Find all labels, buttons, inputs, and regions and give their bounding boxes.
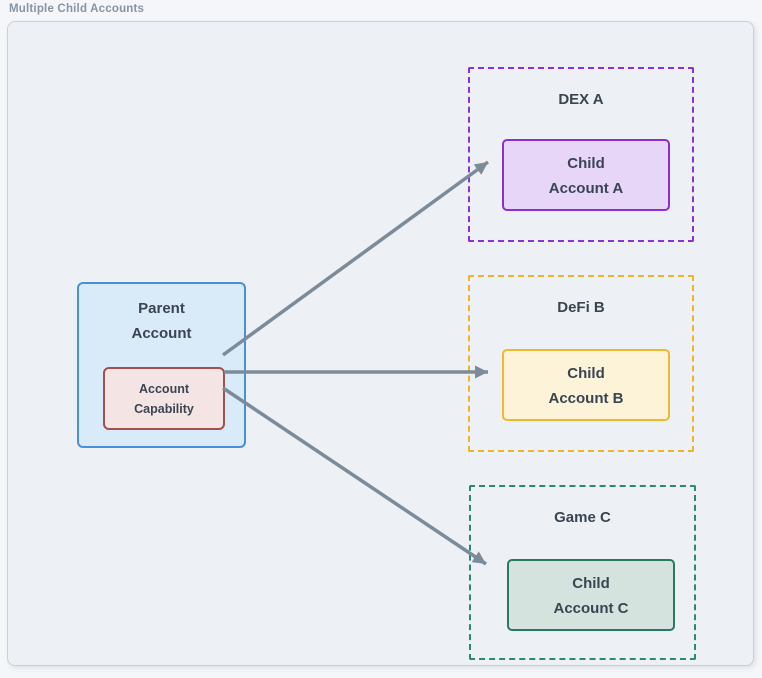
child-account-c-label: Child Account C [553, 575, 629, 617]
group-dex-a: DEX A Child Account A [468, 67, 694, 242]
group-dex-a-title: DEX A [558, 91, 604, 108]
child-account-c-box: Child Account C [507, 559, 675, 631]
account-capability-box: Account Capability [103, 367, 225, 430]
group-defi-b: DeFi B Child Account B [468, 275, 694, 452]
child-account-b-label: Child Account B [548, 365, 624, 407]
diagram-title: Multiple Child Accounts [9, 3, 145, 15]
child-account-a-box: Child Account A [502, 139, 670, 211]
group-game-c-title: Game C [554, 509, 611, 526]
group-defi-b-title: DeFi B [557, 299, 605, 316]
group-game-c: Game C Child Account C [469, 485, 696, 660]
parent-account-box: Parent Account Account Capability [77, 282, 246, 448]
account-capability-label: Account Capability [134, 382, 194, 416]
parent-account-label: Parent Account [131, 300, 192, 342]
child-account-a-label: Child Account A [548, 155, 624, 197]
child-account-b-box: Child Account B [502, 349, 670, 421]
diagram-frame: Parent Account Account Capability DEX A … [7, 21, 754, 666]
